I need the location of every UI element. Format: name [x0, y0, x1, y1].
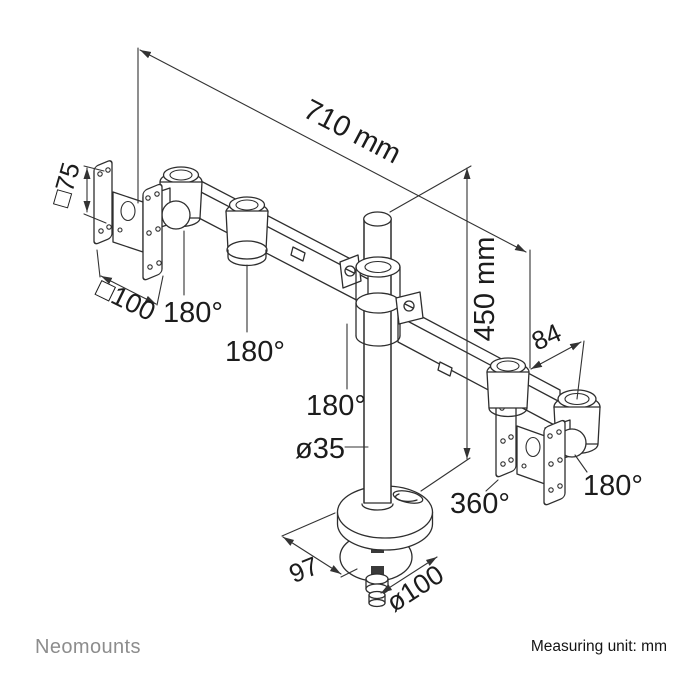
dim-pole-diameter: ø35 [295, 433, 369, 465]
right-vesa-front-plate [543, 419, 566, 506]
lower-arm-pole-collar [355, 291, 424, 347]
cable-clip [437, 361, 453, 377]
dim-label-pole-diameter: ø35 [295, 433, 345, 465]
brand-logo-text: Neomounts [35, 636, 141, 658]
upper-arm-mid-joint [225, 196, 269, 267]
dim-label-vesa-75: □75 [45, 159, 86, 210]
dim-swivel-mid: 180° [225, 264, 285, 368]
lower-arm-mid-joint [486, 357, 530, 418]
dim-label-height: 450 mm [469, 237, 501, 342]
dim-label-swivel-pole: 180° [306, 390, 366, 422]
dim-label-swivel-mid: 180° [225, 336, 285, 368]
dim-swivel-pole: 180° [306, 323, 366, 422]
pole-top-cap [363, 211, 392, 227]
lower-arm [355, 291, 601, 506]
dim-label-swivel-left: 180° [163, 297, 223, 329]
footer: Neomounts Measuring unit: mm [35, 636, 667, 658]
dim-label-arm-span: 710 mm [298, 94, 406, 171]
dim-height: 450 mm [389, 165, 501, 492]
dim-label-vesa-100: □100 [92, 273, 160, 327]
dim-swivel-right: 180° [574, 454, 643, 502]
dim-label-swivel-right: 180° [583, 470, 643, 502]
dim-swivel-left: 180° [163, 230, 223, 329]
grommet-nut [368, 598, 386, 608]
dim-label-vesa-rotation: 360° [450, 488, 510, 520]
upper-arm-pole-collar [339, 254, 401, 311]
left-tilt-ball [161, 200, 191, 230]
measuring-unit-note: Measuring unit: mm [531, 638, 667, 655]
dim-label-base-depth: 97 [285, 550, 323, 589]
dim-label-arm-end-offset: 84 [527, 317, 566, 356]
dim-vesa-rotation: 360° [450, 479, 510, 520]
left-vesa-back-plate [93, 160, 113, 245]
